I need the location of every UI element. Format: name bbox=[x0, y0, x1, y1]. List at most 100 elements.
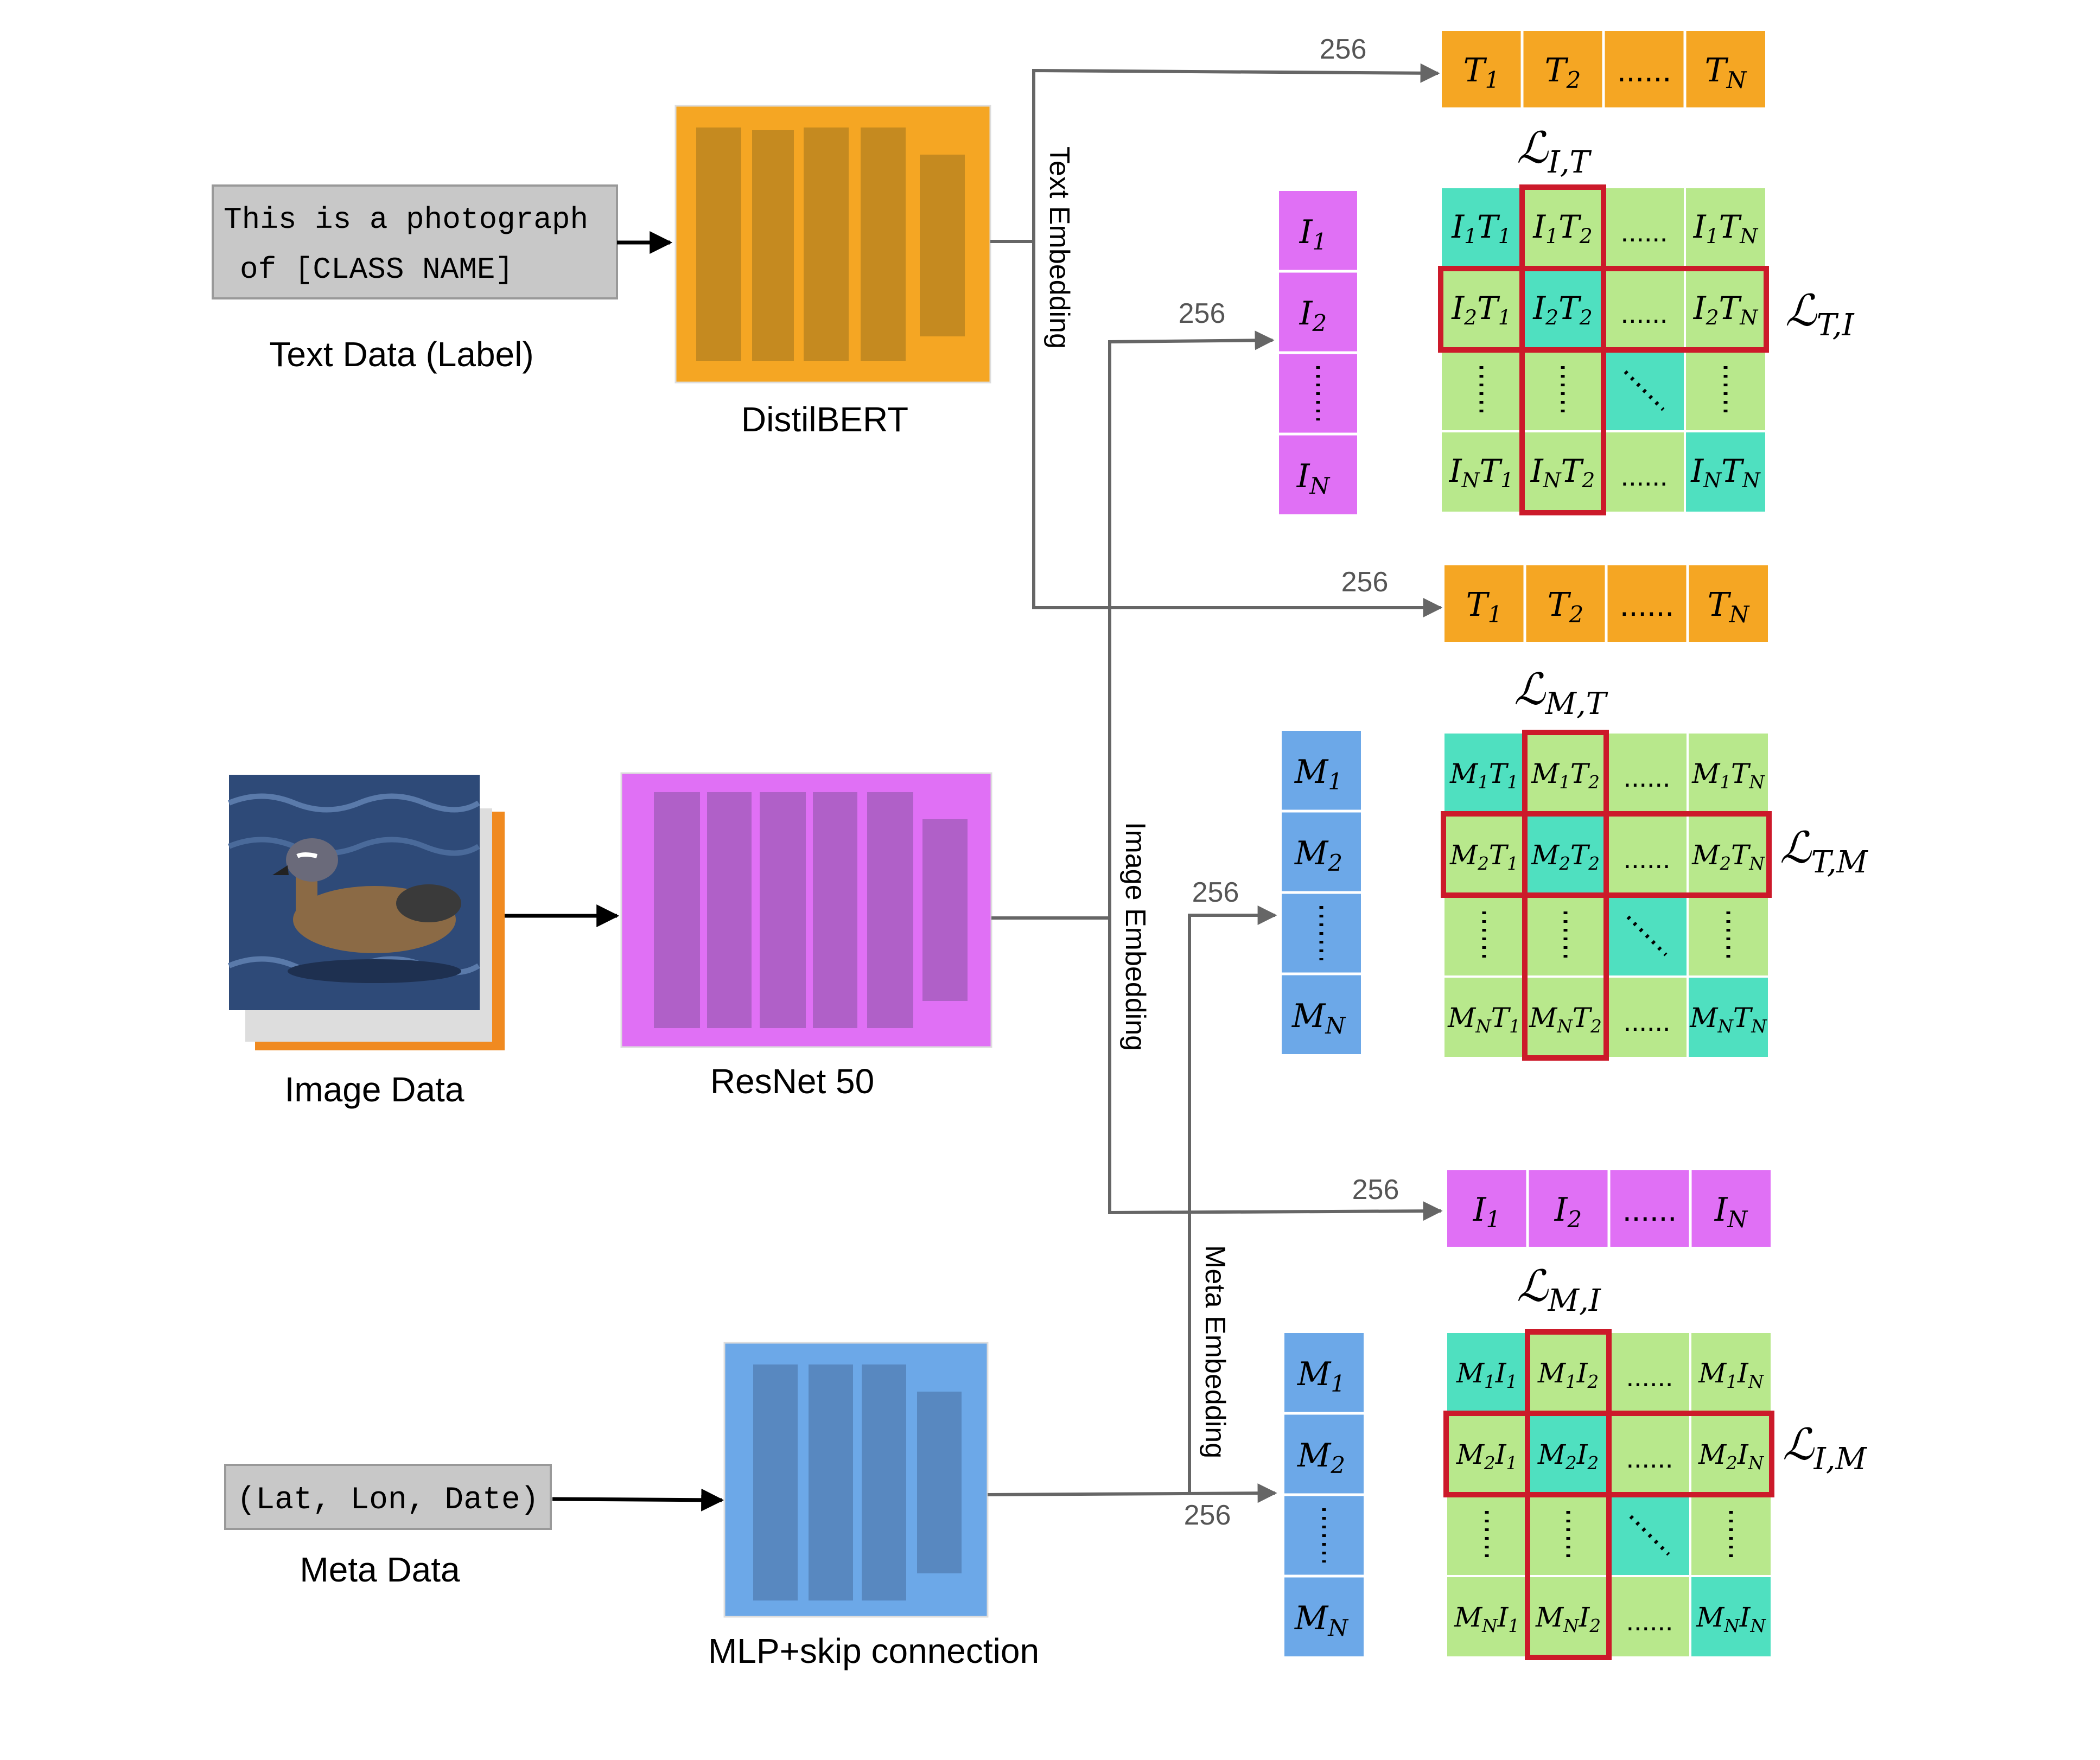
matrix-cell bbox=[1445, 1331, 1529, 1414]
loss-label-t-i: ℒT,I bbox=[1785, 285, 1855, 343]
matrix-cell-label: MNTN bbox=[1689, 1002, 1767, 1037]
vec-m1: M1 bbox=[1297, 1355, 1345, 1397]
matrix-horizontal-dots: ...... bbox=[1621, 461, 1668, 492]
loss-row-highlight bbox=[1443, 1411, 1774, 1497]
vec-dots: ...... bbox=[1622, 1191, 1677, 1228]
matrix-cell-label: I2T1 bbox=[1451, 290, 1511, 329]
image-encoder-block bbox=[620, 772, 992, 1048]
matrix-cell-label: INTN bbox=[1690, 452, 1761, 492]
matrix-cell bbox=[1521, 267, 1605, 351]
matrix-cell bbox=[1526, 1494, 1610, 1577]
text-vector-top: T1 T2 ...... TN bbox=[1440, 29, 1767, 110]
meta-vector-vertical-1: M1 M2 MN bbox=[1280, 729, 1363, 1056]
text-embedding-label: Text Embedding bbox=[1043, 146, 1075, 349]
matrix-cell-label: MNI1 bbox=[1454, 1602, 1519, 1636]
matrix-cell-label: M2I1 bbox=[1456, 1439, 1517, 1474]
vec-t1: T1 bbox=[1466, 586, 1503, 628]
matrix-cell-label: M1T2 bbox=[1531, 758, 1600, 793]
meta-vector-vertical-2: M1 M2 MN bbox=[1282, 1331, 1366, 1659]
matrix-cell bbox=[1687, 975, 1770, 1059]
matrix-cell bbox=[1442, 731, 1526, 815]
vec-in: IN bbox=[1714, 1191, 1748, 1233]
loss-label-i-t: ℒI,T bbox=[1517, 123, 1592, 180]
matrix-cell-label: M1T1 bbox=[1449, 758, 1518, 793]
matrix-cell-label: I2T2 bbox=[1532, 290, 1593, 329]
matrix-horizontal-dots: ...... bbox=[1621, 298, 1668, 329]
matrix-cell-label: I1TN bbox=[1693, 208, 1759, 248]
vec-t2: T2 bbox=[1548, 586, 1584, 628]
meta-encoder-block bbox=[723, 1342, 989, 1618]
matrix-cell bbox=[1440, 430, 1523, 514]
matrix-cell bbox=[1608, 1331, 1691, 1414]
meta-embedding-lines bbox=[987, 905, 1277, 1503]
dim-label-image-2: 256 bbox=[1352, 1174, 1399, 1206]
matrix-diagonal-dots bbox=[1624, 370, 1665, 411]
matrix-cell-label: MNIN bbox=[1696, 1602, 1766, 1636]
vec-m2: M2 bbox=[1294, 834, 1342, 876]
vec-mn: MN bbox=[1291, 997, 1346, 1039]
vec-t2: T2 bbox=[1545, 52, 1581, 93]
matrix-cell bbox=[1689, 1494, 1773, 1577]
matrix-cell bbox=[1684, 430, 1767, 514]
matrix-horizontal-dots: ...... bbox=[1624, 843, 1671, 875]
dim-label-text-2: 256 bbox=[1341, 566, 1389, 598]
matrix-cell bbox=[1445, 1494, 1529, 1577]
vec-in: IN bbox=[1296, 457, 1331, 499]
matrix-cell bbox=[1521, 349, 1605, 432]
loss-label-m-t: ℒM,T bbox=[1514, 664, 1608, 722]
meta-embedding-label: Meta Embedding bbox=[1199, 1245, 1231, 1458]
text-encoder-block bbox=[674, 105, 991, 384]
matrix-cell-label: M2T2 bbox=[1531, 839, 1600, 874]
matrix-cell bbox=[1440, 349, 1523, 432]
loss-row-highlight bbox=[1441, 811, 1772, 898]
image-data-caption: Image Data bbox=[285, 1070, 464, 1109]
matrix-cell bbox=[1524, 813, 1607, 896]
vec-i1: I1 bbox=[1299, 213, 1327, 255]
meta-data-caption: Meta Data bbox=[300, 1550, 460, 1589]
vec-m2: M2 bbox=[1297, 1437, 1345, 1478]
matrix-cell-label: M1I2 bbox=[1537, 1357, 1599, 1392]
matrix-cell-label: M1I1 bbox=[1456, 1357, 1517, 1392]
meta-prompt-text: (Lat, Lon, Date) bbox=[237, 1483, 539, 1518]
loss-label-m-i: ℒM,I bbox=[1517, 1261, 1602, 1318]
image-embedding-lines bbox=[991, 330, 1443, 1221]
image-vector-bottom: I1 I2 ...... IN bbox=[1445, 1168, 1773, 1249]
vec-dots: ...... bbox=[1617, 52, 1671, 88]
matrix-horizontal-dots: ...... bbox=[1621, 216, 1668, 248]
duck-head bbox=[286, 838, 338, 882]
matrix-horizontal-dots: ...... bbox=[1626, 1361, 1673, 1393]
matrix-cell-label: M1IN bbox=[1698, 1357, 1765, 1392]
text-data-caption: Text Data (Label) bbox=[269, 335, 533, 374]
matrix-cell bbox=[1687, 894, 1770, 978]
matrix-cell bbox=[1684, 186, 1767, 270]
meta-encoder-label: MLP+skip connection bbox=[708, 1631, 1039, 1670]
loss-label-i-m: ℒI,M bbox=[1783, 1419, 1868, 1477]
matrix-cell bbox=[1687, 731, 1770, 815]
vec-mn: MN bbox=[1294, 1599, 1348, 1641]
matrix-cell bbox=[1689, 1575, 1773, 1659]
matrix-cell bbox=[1608, 1412, 1691, 1496]
matrix-cell bbox=[1440, 186, 1523, 270]
matrix-cell-label: I1T2 bbox=[1532, 208, 1593, 248]
vec-i2: I2 bbox=[1554, 1191, 1582, 1233]
vec-tn: TN bbox=[1708, 586, 1750, 628]
matrix-horizontal-dots: ...... bbox=[1626, 1605, 1673, 1637]
matrix-cell bbox=[1684, 349, 1767, 432]
matrix-cell-label: INT2 bbox=[1530, 452, 1595, 492]
matrix-cell bbox=[1689, 1331, 1773, 1414]
image-vector-vertical: I1 I2 IN bbox=[1277, 189, 1359, 516]
matrix-cell-label: M2T1 bbox=[1449, 839, 1518, 874]
matrix-diagonal-dots bbox=[1626, 915, 1668, 956]
vec-t1: T1 bbox=[1463, 52, 1500, 93]
matrix-cell-label: I1T1 bbox=[1451, 208, 1511, 248]
meta-input-box: (Lat, Lon, Date) bbox=[224, 1464, 552, 1530]
matrix-cell bbox=[1602, 430, 1686, 514]
matrix-cell-label: MNT1 bbox=[1447, 1002, 1520, 1037]
matrix-diagonal-dots bbox=[1629, 1515, 1670, 1556]
dim-label-image-1: 256 bbox=[1179, 298, 1226, 329]
vec-i2: I2 bbox=[1299, 295, 1327, 336]
loss-row-highlight bbox=[1438, 266, 1769, 353]
